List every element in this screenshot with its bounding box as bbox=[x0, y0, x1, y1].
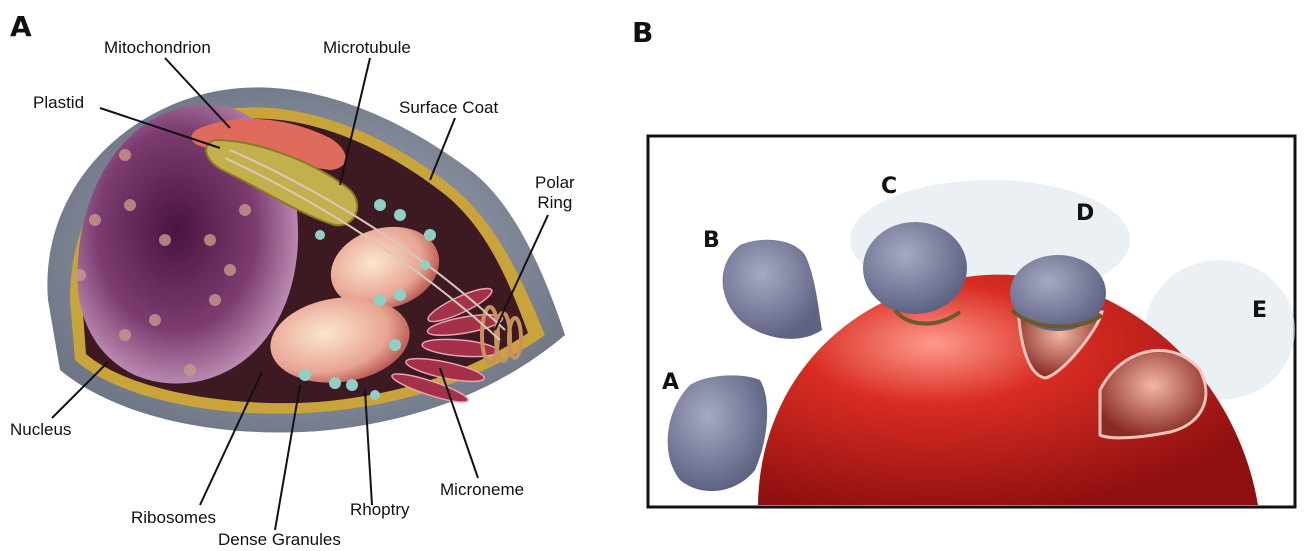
stage-label-a: A bbox=[662, 370, 679, 395]
label-mitochondrion: Mitochondrion bbox=[104, 38, 211, 58]
merozoite-c bbox=[863, 222, 967, 314]
invasion-illustration bbox=[648, 136, 1295, 507]
label-surface-coat: Surface Coat bbox=[399, 98, 498, 118]
label-rhoptry: Rhoptry bbox=[350, 500, 410, 520]
label-ribosomes: Ribosomes bbox=[131, 508, 216, 528]
label-nucleus: Nucleus bbox=[10, 420, 71, 440]
apicomplexan-cell-illustration bbox=[47, 87, 565, 432]
stage-label-c: C bbox=[881, 174, 897, 199]
label-microtubule: Microtubule bbox=[323, 38, 411, 58]
stage-label-d: D bbox=[1076, 201, 1094, 226]
label-dense-granules: Dense Granules bbox=[218, 530, 341, 550]
stage-label-b: B bbox=[703, 228, 720, 253]
label-microneme: Microneme bbox=[440, 480, 524, 500]
label-plastid: Plastid bbox=[33, 93, 84, 113]
label-polar-ring: Polar Ring bbox=[535, 173, 575, 213]
stage-label-e: E bbox=[1252, 298, 1267, 323]
